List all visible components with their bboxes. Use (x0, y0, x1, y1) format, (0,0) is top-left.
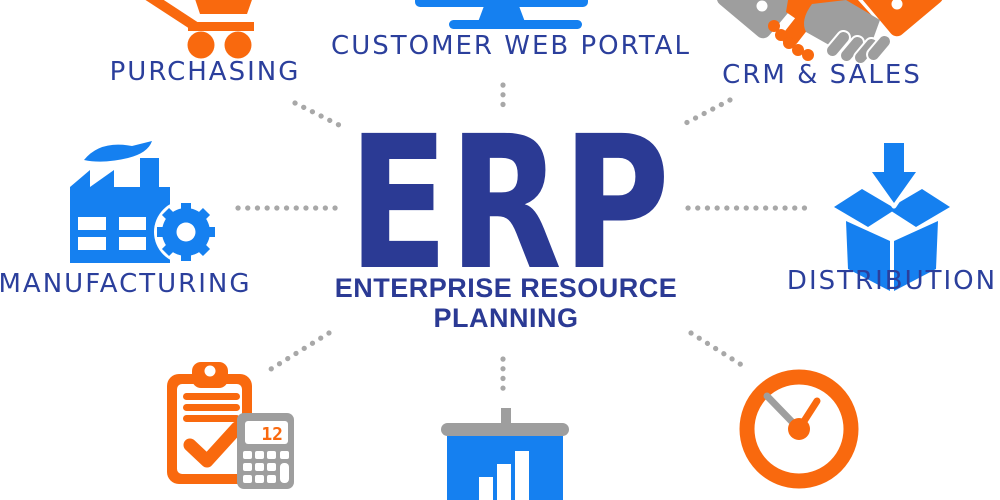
box-arrow-icon (834, 138, 950, 291)
connector-clipboard (268, 330, 332, 372)
bar-chart-bars (479, 451, 529, 500)
calculator-keys (243, 451, 289, 483)
clock-icon (739, 369, 859, 489)
factory-icon (70, 141, 218, 264)
calculator-icon: 12 (237, 413, 294, 489)
erp-title: ERP (348, 97, 670, 311)
monitor-icon (415, 0, 588, 29)
presentation-chart-icon (441, 408, 569, 500)
label-manufacturing: MANUFACTURING (0, 269, 252, 299)
connector-purchasing (292, 100, 350, 132)
handshake-knuckles (768, 20, 814, 61)
erp-subtitle-line1: ENTERPRISE RESOURCE (334, 273, 678, 303)
label-crm-sales: CRM & SALES (722, 60, 922, 90)
label-distribution: DISTRIBUTION (786, 266, 998, 296)
connector-lines (235, 82, 809, 394)
erp-subtitle-line2: PLANNING (433, 303, 579, 333)
label-customer-web-portal: CUSTOMER WEB PORTAL (331, 31, 691, 61)
clipboard-calculator-icon: 12 (167, 362, 294, 489)
calculator-display: 12 (261, 424, 283, 445)
connector-clock (688, 330, 751, 372)
box-arrow-down (867, 138, 921, 209)
shopping-cart-icon (145, 0, 254, 59)
label-purchasing: PURCHASING (109, 57, 301, 87)
clipboard-icon (167, 362, 252, 484)
handshake-icon (716, 0, 944, 66)
factory-windows (78, 217, 146, 250)
connector-crm (681, 97, 733, 127)
